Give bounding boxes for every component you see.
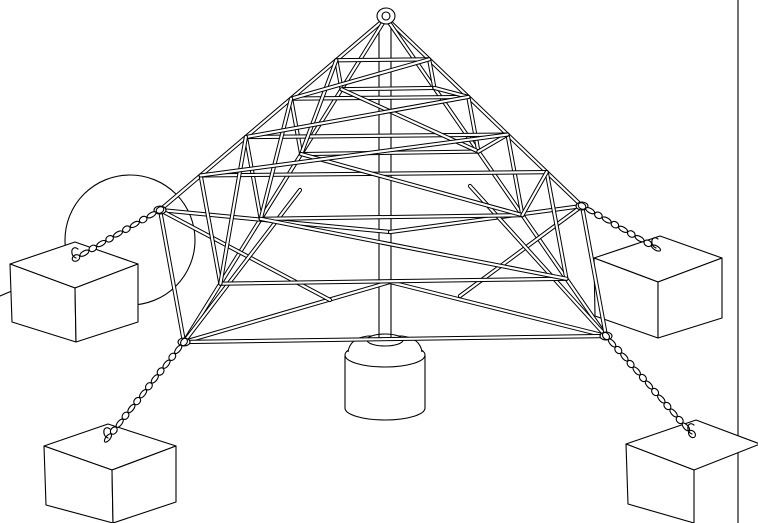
edge-rope (579, 203, 609, 339)
ring-rope (466, 94, 481, 154)
ridge-rope-r (383, 15, 585, 209)
ridge-rope-fl (181, 15, 389, 345)
lattice-rope (432, 85, 471, 100)
ring-rope (427, 57, 437, 91)
lattice-rope (218, 134, 248, 286)
chain-left (71, 206, 165, 262)
lattice-rope (520, 170, 549, 218)
mast-base (344, 333, 426, 421)
ring-rope (299, 149, 481, 157)
cross-rope (157, 207, 333, 303)
anchor-block-front-right (625, 419, 758, 523)
ring-rope (288, 94, 471, 101)
edge-rope (181, 333, 609, 345)
ring-rope (258, 213, 525, 221)
edge-rope (157, 207, 187, 345)
cross-rope (181, 187, 303, 345)
ridge-rope-l (157, 15, 389, 213)
lattice-rope (476, 132, 510, 154)
anchor-block-right (593, 235, 723, 339)
rope-net (153, 15, 613, 347)
anchor-block-left (9, 241, 139, 343)
lattice-rope (258, 96, 294, 221)
cross-rope (387, 203, 585, 235)
ring-rope (243, 132, 510, 140)
chain-front-left (103, 337, 188, 443)
lattice-rope (299, 58, 339, 157)
ridge-rope-fr (383, 15, 609, 339)
ring-rope (339, 85, 437, 92)
chain-right (577, 202, 662, 252)
cross-rope (181, 279, 393, 345)
chain-front-right (601, 331, 697, 439)
lattice-rope (299, 151, 525, 218)
anchor-block-front-left (43, 423, 177, 523)
ring-rope (544, 170, 569, 281)
anchor-chains (71, 202, 697, 443)
ring-rope (334, 57, 432, 63)
ring-rope (198, 173, 223, 286)
cross-rope (387, 279, 609, 339)
ring-rope (243, 134, 263, 221)
mast-top-cap (376, 7, 396, 25)
lattice-rope (258, 216, 569, 281)
cross-rope (467, 183, 609, 339)
lattice-rope (243, 94, 471, 140)
ring-rope (218, 276, 569, 286)
lattice-rope (288, 57, 432, 101)
lattice-rope (198, 132, 510, 178)
ring-rope (505, 132, 525, 218)
